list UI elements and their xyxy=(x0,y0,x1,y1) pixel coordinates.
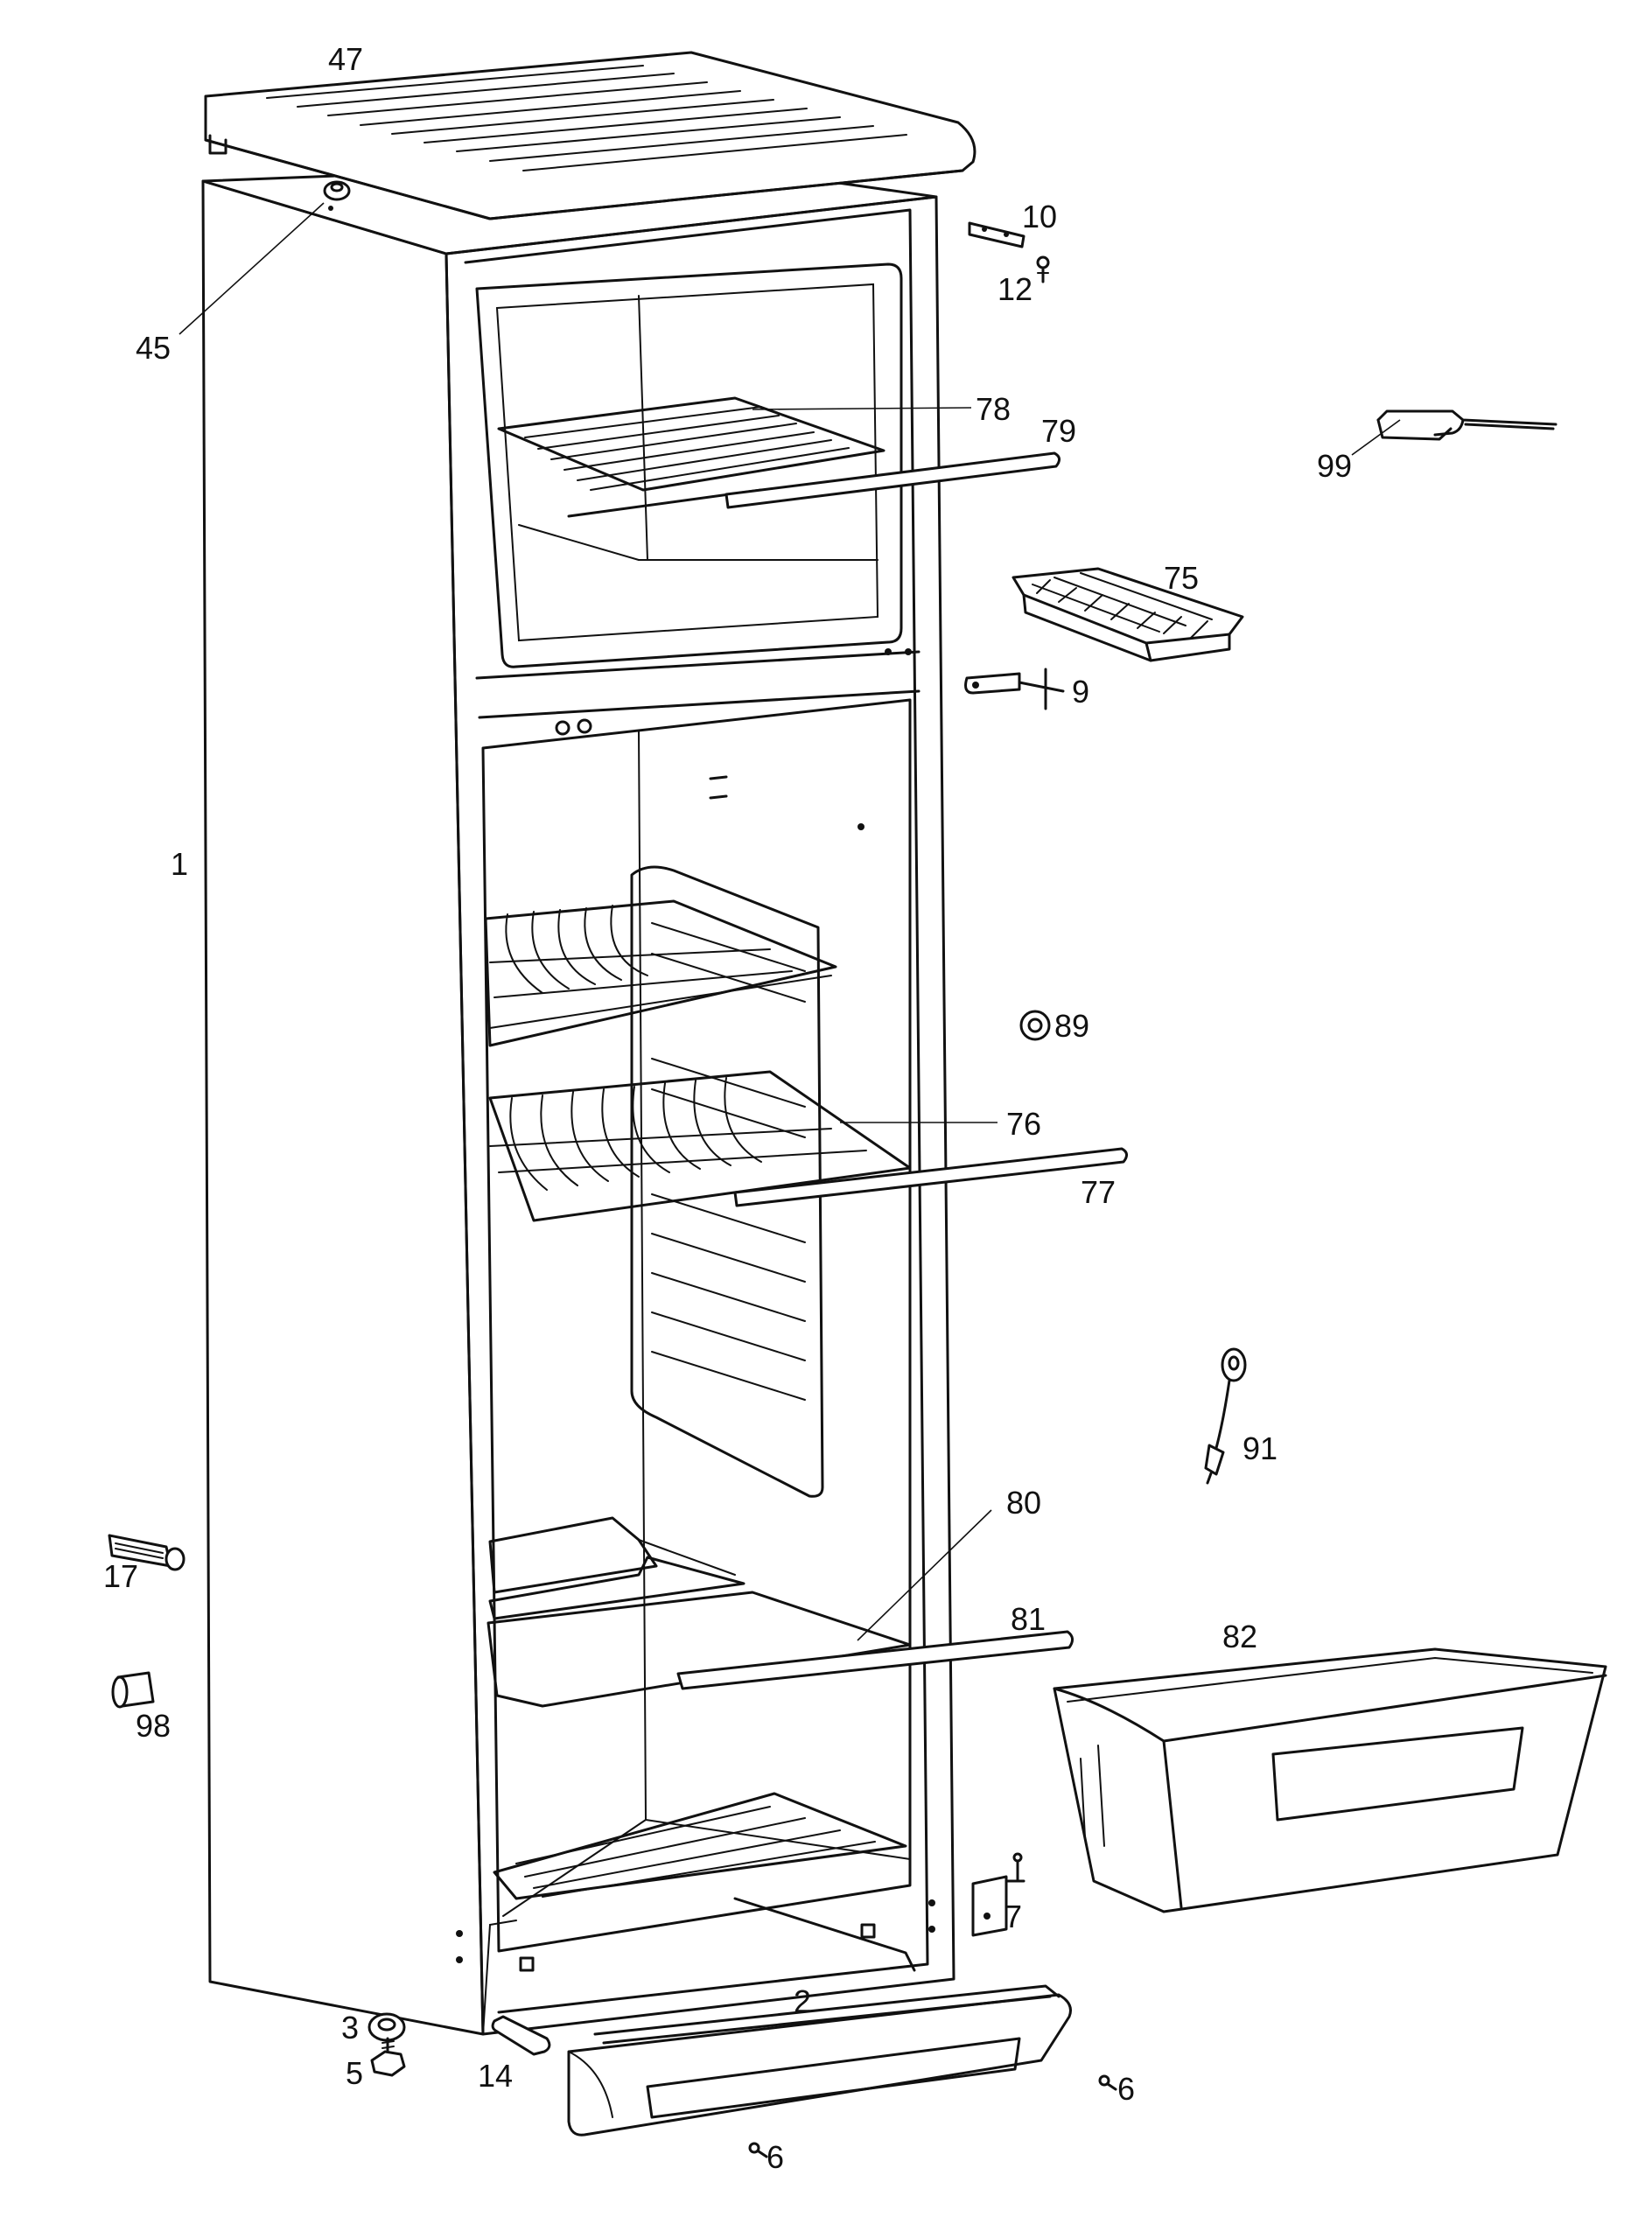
callout-6-bottom: 6 xyxy=(766,2139,784,2175)
part-75-ice-tray xyxy=(1012,567,1244,662)
part-3-washer xyxy=(368,2012,406,2042)
callout-80: 80 xyxy=(1006,1485,1041,1521)
part-77-fridge-shelf-trim xyxy=(733,1147,1128,1207)
callout-76: 76 xyxy=(1006,1106,1041,1142)
leader-lines xyxy=(178,202,1401,1641)
callout-3: 3 xyxy=(341,2010,359,2046)
callout-7: 7 xyxy=(1004,1899,1022,1934)
part-78-freezer-wire-shelf xyxy=(497,396,886,518)
part-7-bottom-hinge xyxy=(971,1852,1026,1937)
callout-75: 75 xyxy=(1164,560,1199,596)
part-14-hinge-cover xyxy=(491,2015,551,2056)
part-91-wire-clip xyxy=(1204,1347,1247,1485)
callout-1: 1 xyxy=(171,846,188,882)
part-10-top-hinge xyxy=(968,221,1026,248)
callout-47: 47 xyxy=(328,41,363,77)
callout-45: 45 xyxy=(136,330,171,366)
part-82-crisper-drawer xyxy=(1053,1647,1607,1913)
part-5-adjustable-foot xyxy=(370,2037,406,2077)
part-89-button xyxy=(1019,1010,1051,1041)
part-12-hinge-pin xyxy=(1036,255,1050,283)
part-47-top-cover xyxy=(204,51,976,220)
callout-99: 99 xyxy=(1317,448,1352,484)
part-98-roller xyxy=(111,1671,155,1709)
callout-17: 17 xyxy=(103,1558,138,1594)
part-45-top-plug xyxy=(323,180,351,211)
part-6-screw-right xyxy=(1098,2074,1117,2091)
part-6-screw-bottom xyxy=(748,2142,768,2158)
callout-98: 98 xyxy=(136,1708,171,1744)
callout-78: 78 xyxy=(976,391,1011,427)
callout-77: 77 xyxy=(1081,1174,1116,1210)
callout-6-right: 6 xyxy=(1117,2071,1135,2107)
callout-89: 89 xyxy=(1054,1008,1089,1044)
callout-91: 91 xyxy=(1242,1430,1278,1466)
part-99-handle xyxy=(1376,409,1558,441)
fridge-wire-shelf-upper xyxy=(484,899,837,1047)
part-76-fridge-wire-shelf xyxy=(488,1070,912,1222)
callout-9: 9 xyxy=(1072,674,1089,710)
part-17-plug xyxy=(108,1534,186,1571)
callout-2: 2 xyxy=(794,1983,811,2019)
callout-82: 82 xyxy=(1222,1619,1257,1654)
callout-14: 14 xyxy=(478,2058,513,2094)
callout-labels: 1 2 3 5 6 6 7 9 10 12 14 17 45 47 75 76 … xyxy=(103,41,1352,2175)
callout-10: 10 xyxy=(1022,199,1057,234)
callout-81: 81 xyxy=(1011,1601,1046,1637)
callout-12: 12 xyxy=(998,271,1032,307)
part-9-middle-hinge xyxy=(964,668,1065,710)
part-2-base-grille xyxy=(567,1984,1072,2137)
callout-5: 5 xyxy=(346,2055,363,2091)
part-79-freezer-shelf-trim xyxy=(724,451,1060,509)
part-81-glass-shelf-trim xyxy=(676,1630,1074,1690)
callout-79: 79 xyxy=(1041,413,1076,449)
